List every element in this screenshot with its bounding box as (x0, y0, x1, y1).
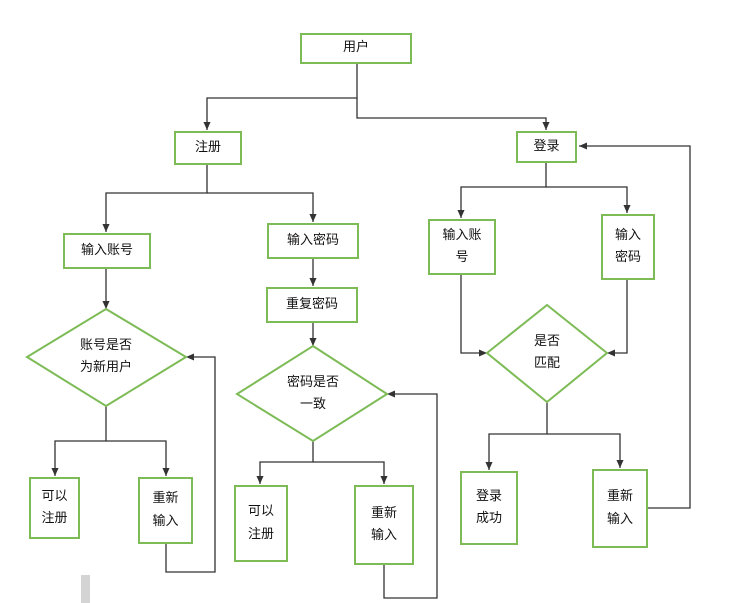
node-register-input-account: 输入账号 (63, 233, 151, 269)
decision-shapes (25, 303, 609, 443)
connector-reinput-loop-login (579, 142, 691, 509)
node-can-register-1: 可以 注册 (29, 477, 80, 539)
node-register: 注册 (174, 131, 242, 165)
node-login-input-password: 输入 密码 (601, 214, 655, 280)
connector-password-match (607, 279, 628, 357)
node-register-input-password: 输入密码 (267, 223, 359, 259)
connector-login-password (546, 186, 631, 213)
connector-check2-reinput (313, 461, 388, 484)
decision-account-new-shape (25, 307, 188, 408)
node-login-input-account: 输入账 号 (428, 219, 496, 275)
connector-register-account (102, 165, 208, 232)
node-register-repeat-password: 重复密码 (266, 287, 358, 323)
node-user: 用户 (300, 33, 412, 64)
connector-account-match (460, 274, 487, 357)
node-login-success: 登录 成功 (460, 471, 518, 545)
decision-account-new-label: 账号是否 为新用户 (79, 337, 132, 375)
connector-register-password (207, 192, 317, 222)
page-scrollbar[interactable] (81, 575, 90, 603)
node-login: 登录 (516, 131, 577, 163)
connector-match-split (485, 402, 548, 470)
connector-user-register (203, 63, 358, 130)
connectors (51, 63, 691, 599)
connector-user-login (356, 98, 550, 130)
connector-match-reinput (547, 433, 624, 468)
decision-password-match-label: 密码是否 一致 (286, 374, 339, 412)
node-can-register-2: 可以 注册 (234, 485, 288, 562)
connector-check-reinput (106, 440, 170, 476)
node-reinput-2: 重新 输入 (354, 485, 414, 565)
connector-reinput-loop-2 (383, 390, 438, 599)
connector-login-split (457, 163, 547, 218)
connector-check2-split (256, 441, 314, 484)
connector-check-split (51, 406, 107, 476)
decision-password-match-shape (235, 344, 389, 443)
decision-login-match-label: 是否 匹配 (533, 333, 560, 371)
node-login-reinput: 重新 输入 (592, 469, 648, 548)
connector-reinput-loop-1 (165, 353, 216, 573)
decision-login-match-shape (485, 303, 609, 404)
node-reinput-1: 重新 输入 (138, 477, 193, 544)
